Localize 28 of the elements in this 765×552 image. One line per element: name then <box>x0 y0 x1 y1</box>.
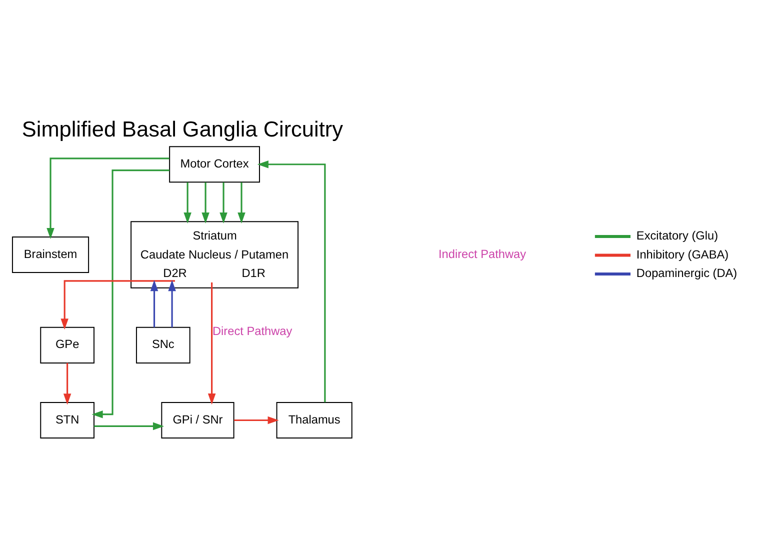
arrow <box>184 182 192 224</box>
arrow <box>220 182 228 224</box>
legend-label: Excitatory (Glu) <box>636 228 718 242</box>
arrow <box>46 157 170 239</box>
arrow <box>202 182 210 224</box>
arrow <box>168 280 176 327</box>
arrow <box>94 422 164 430</box>
diagram-title: Simplified Basal Ganglia Circuitry <box>22 116 343 141</box>
legend-label: Dopaminergic (DA) <box>636 266 738 280</box>
node-box: Brainstem <box>12 236 90 273</box>
node-box: Striatum Caudate Nucleus / Putamen D2R D1R <box>130 220 299 288</box>
edge-label: Direct Pathway <box>212 324 292 338</box>
node-box: GPe <box>40 326 94 363</box>
arrow <box>150 280 158 327</box>
arrow <box>63 362 72 404</box>
arrow <box>257 160 326 402</box>
node-box: Motor Cortex <box>169 146 260 182</box>
node-box: Thalamus <box>276 401 352 438</box>
arrow <box>92 169 170 418</box>
arrow <box>238 182 246 224</box>
legend-label: Inhibitory (GABA) <box>636 246 729 261</box>
arrow <box>208 282 216 404</box>
node-box: SNc <box>136 326 190 363</box>
node-box: STN <box>40 401 94 438</box>
label: Indirect Pathway <box>438 246 526 260</box>
arrow <box>60 280 175 330</box>
arrow <box>234 416 279 424</box>
node-box: GPi / SNr <box>161 401 234 438</box>
